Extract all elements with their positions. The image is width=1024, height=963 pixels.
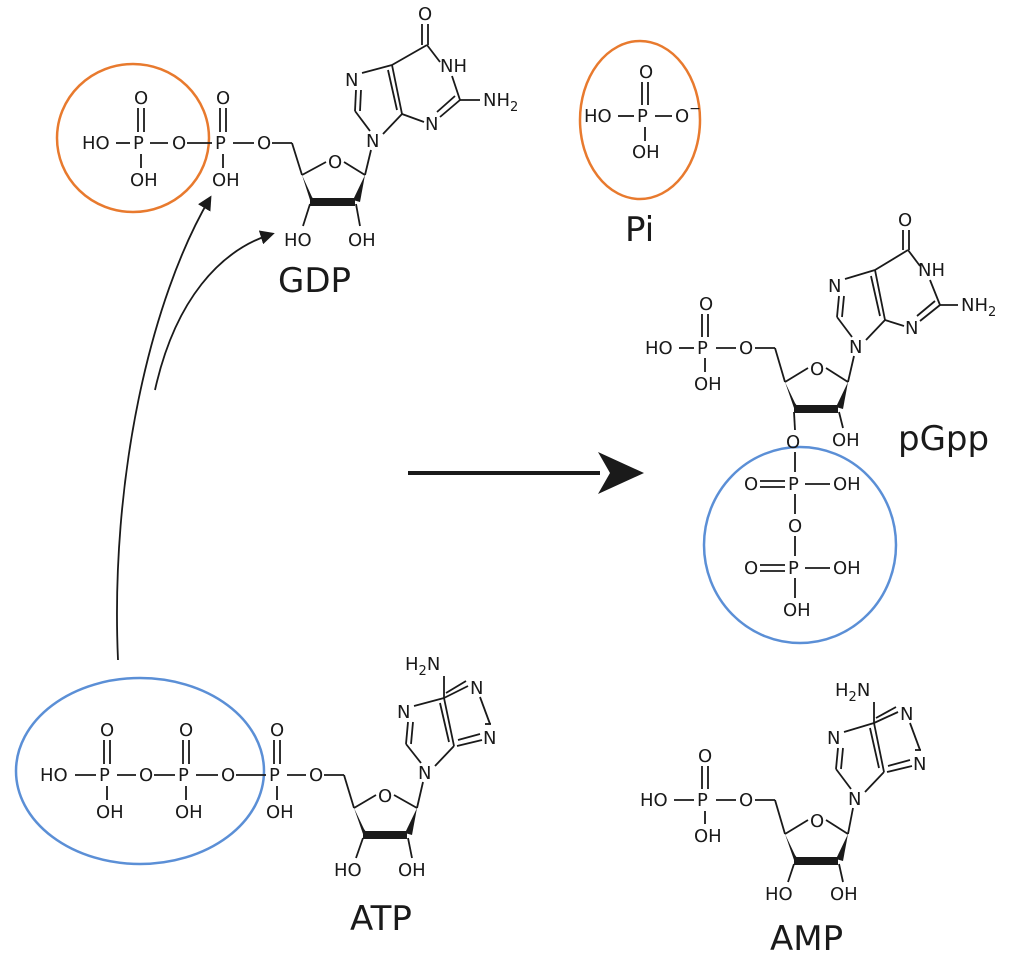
label-gdp: GDP	[278, 261, 351, 301]
atom-oh: OH	[348, 230, 376, 251]
atom-oh: OH	[266, 802, 294, 823]
atom-n: N	[397, 702, 410, 723]
label-atp: ATP	[350, 899, 412, 939]
atom-ho: HO	[765, 884, 793, 905]
atom-n: N	[900, 704, 913, 725]
atom-o: O	[788, 516, 802, 537]
atom-o: O	[810, 811, 824, 832]
atom-h2n: H2N	[405, 654, 440, 679]
atom-n: N	[827, 728, 840, 749]
amp-molecule: HO P O OH O O HO OH N N H2N	[640, 680, 926, 959]
atom-oh: OH	[130, 170, 158, 191]
atom-o: O	[139, 765, 153, 786]
atom-oh: OH	[212, 170, 240, 191]
atom-o: O	[898, 210, 912, 231]
atom-o: O	[699, 294, 713, 315]
atom-o: O	[810, 359, 824, 380]
atom-ho: HO	[82, 133, 110, 154]
pyrophosphate-highlight-circle-pgpp	[702, 445, 898, 645]
atom-o: O	[739, 338, 753, 359]
atom-ho: HO	[584, 106, 612, 127]
atom-p: P	[178, 765, 189, 786]
atom-nh: NH	[918, 260, 945, 281]
atom-o: O	[744, 558, 758, 579]
atom-ho: HO	[334, 860, 362, 881]
atom-oh: OH	[398, 860, 426, 881]
atom-oh: OH	[694, 826, 722, 847]
atom-p: P	[99, 765, 110, 786]
atom-p: P	[215, 133, 226, 154]
atom-o: O	[179, 720, 193, 741]
atom-n: N	[848, 789, 861, 810]
label-pi: Pi	[625, 210, 654, 250]
atom-oh: OH	[632, 142, 660, 163]
atom-n: N	[483, 728, 496, 749]
atom-oh: OH	[832, 430, 860, 451]
atom-oh: OH	[694, 374, 722, 395]
pyrophosphate-highlight-circle-atp	[14, 676, 266, 866]
atom-oh: OH	[175, 802, 203, 823]
atom-o: O	[378, 786, 392, 807]
gdp-molecule: HO P O OH O P O OH O O HO OH N N	[55, 4, 518, 301]
atom-ho: HO	[640, 790, 668, 811]
atom-p: P	[788, 558, 799, 579]
atom-p: P	[133, 133, 144, 154]
atom-o: O	[639, 62, 653, 83]
pi-molecule: HO P O O− OH Pi	[578, 39, 702, 250]
label-amp: AMP	[770, 919, 843, 959]
label-pgpp: pGpp	[898, 419, 989, 459]
reaction-arrow	[408, 452, 644, 494]
atom-nh: NH	[440, 56, 467, 77]
atom-o: O	[270, 720, 284, 741]
pgpp-molecule: HO P O OH O O O OH P O OH O P	[645, 210, 996, 645]
atom-n: N	[418, 763, 431, 784]
atom-p: P	[269, 765, 280, 786]
atom-o: O	[257, 133, 271, 154]
atom-n: N	[905, 318, 918, 339]
atom-p: P	[788, 474, 799, 495]
atom-p: P	[637, 106, 648, 127]
atom-o: O	[309, 765, 323, 786]
atom-n: N	[425, 114, 438, 135]
atom-o: O	[786, 432, 800, 453]
atom-n: N	[828, 276, 841, 297]
atom-o: O	[328, 152, 342, 173]
atom-o: O	[739, 790, 753, 811]
pi-highlight-circle-gdp	[55, 62, 211, 214]
atom-n: N	[345, 70, 358, 91]
atom-n: N	[470, 678, 483, 699]
atom-nh2: NH2	[961, 295, 996, 320]
atom-oh: OH	[96, 802, 124, 823]
atom-ho: HO	[284, 230, 312, 251]
atom-o: O	[418, 4, 432, 25]
atom-h2n: H2N	[835, 680, 870, 705]
atom-o: O	[744, 474, 758, 495]
atom-ho: HO	[645, 338, 673, 359]
atp-molecule: HO P O OH O P O OH O P O OH O O	[14, 654, 496, 939]
atom-oh: OH	[783, 600, 811, 621]
atom-ho: HO	[40, 765, 68, 786]
atom-o-minus: O−	[675, 101, 701, 127]
atom-nh2: NH2	[483, 90, 518, 115]
atom-o: O	[216, 88, 230, 109]
atom-o: O	[134, 88, 148, 109]
pi-highlight-circle	[578, 39, 702, 201]
atom-o: O	[100, 720, 114, 741]
arrow-to-ribose-site	[154, 230, 275, 391]
atom-o: O	[698, 746, 712, 767]
atom-oh: OH	[833, 474, 861, 495]
atom-p: P	[697, 790, 708, 811]
atom-n: N	[366, 131, 379, 152]
atom-oh: OH	[830, 884, 858, 905]
atom-o: O	[221, 765, 235, 786]
atom-oh: OH	[833, 558, 861, 579]
atom-n: N	[913, 754, 926, 775]
atom-p: P	[697, 338, 708, 359]
arrow-to-pi-site	[116, 195, 212, 661]
atom-n: N	[849, 337, 862, 358]
atom-o: O	[172, 133, 186, 154]
transfer-arrows	[116, 195, 275, 661]
